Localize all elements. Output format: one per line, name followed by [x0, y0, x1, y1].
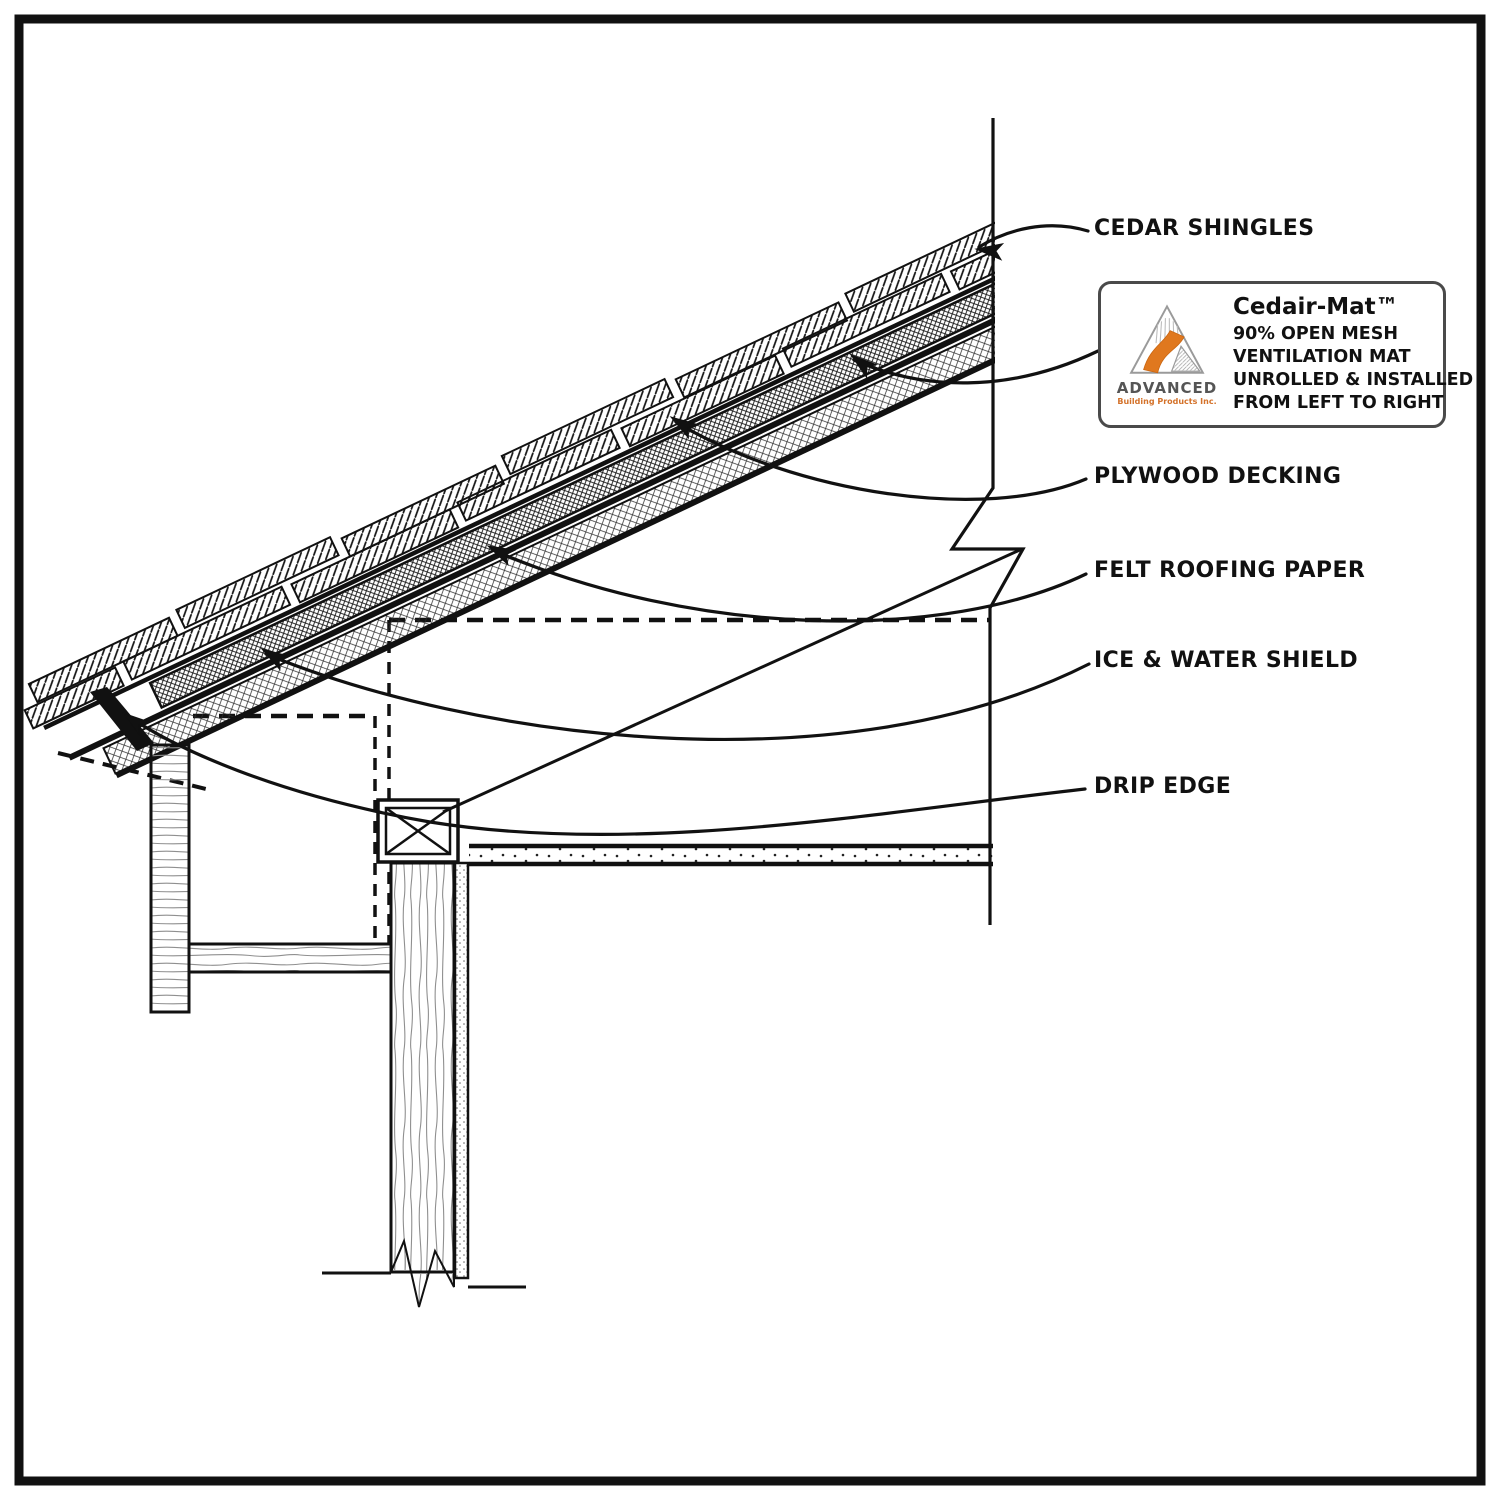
fascia-board [149, 743, 191, 1014]
logo-tagline: Building Products Inc. [1117, 397, 1217, 406]
advanced-logo-icon [1129, 304, 1205, 374]
callout-leaders [126, 224, 1100, 837]
product-info-box: ADVANCED Building Products Inc. Cedair-M… [1098, 281, 1473, 428]
roof-assembly [23, 211, 995, 779]
ceiling-deck [469, 843, 993, 867]
plywood-decking-band [102, 283, 995, 775]
felt-paper-line [68, 276, 995, 761]
shingle-underlay-line [43, 242, 995, 730]
wall-stud [389, 861, 456, 1274]
product-line: FROM LEFT TO RIGHT [1233, 393, 1444, 413]
logo-company-name: ADVANCED [1116, 379, 1218, 397]
label-drip-edge: DRIP EDGE [1094, 774, 1232, 799]
label-cedar-shingles: CEDAR SHINGLES [1094, 216, 1315, 241]
leader-ice-water-shield [264, 652, 1091, 742]
product-line: VENTILATION MAT [1233, 347, 1411, 367]
callout-arrowheads [121, 242, 1005, 737]
product-line: 90% OPEN MESH [1233, 324, 1398, 344]
drip-edge-flashing [90, 687, 154, 751]
leader-drip-edge [126, 714, 1087, 837]
arrow-drip-edge [121, 712, 151, 737]
section-break-tail-line [442, 547, 1023, 814]
leader-cedar-shingles [977, 224, 1090, 249]
label-plywood-decking: PLYWOOD DECKING [1094, 464, 1342, 489]
leader-ventilation-mat [852, 349, 1100, 385]
company-logo: ADVANCED Building Products Inc. [1111, 303, 1223, 406]
deck-underside-line [115, 309, 995, 779]
label-ice-water-shield: ICE & WATER SHIELD [1094, 648, 1359, 673]
product-line: UNROLLED & INSTALLED [1233, 370, 1474, 390]
product-title: Cedair-Mat™ [1233, 294, 1399, 320]
border-frame [14, 14, 1486, 1486]
leader-felt-roofing-paper [491, 548, 1088, 623]
cedar-shingle-lower-course [23, 222, 995, 730]
ventilation-mat-band [148, 247, 995, 710]
arrow-ice-water-shield [260, 648, 290, 672]
stud-break-lines [322, 1271, 526, 1289]
arrow-felt-roofing-paper [486, 545, 517, 567]
label-felt-roofing-paper: FELT ROOFING PAPER [1094, 558, 1366, 583]
arrow-ventilation-mat [849, 353, 879, 379]
cedar-shingle-upper-course [27, 211, 995, 704]
section-cut-line [948, 118, 1026, 925]
soffit-board [187, 942, 393, 974]
product-description: Cedair-Mat™ 90% OPEN MESH VENTILATION MA… [1233, 294, 1473, 415]
arrow-plywood-decking [669, 416, 699, 440]
leader-plywood-decking [674, 420, 1088, 501]
arrow-cedar-shingles [974, 242, 1005, 261]
wall-sheathing [453, 861, 470, 1280]
